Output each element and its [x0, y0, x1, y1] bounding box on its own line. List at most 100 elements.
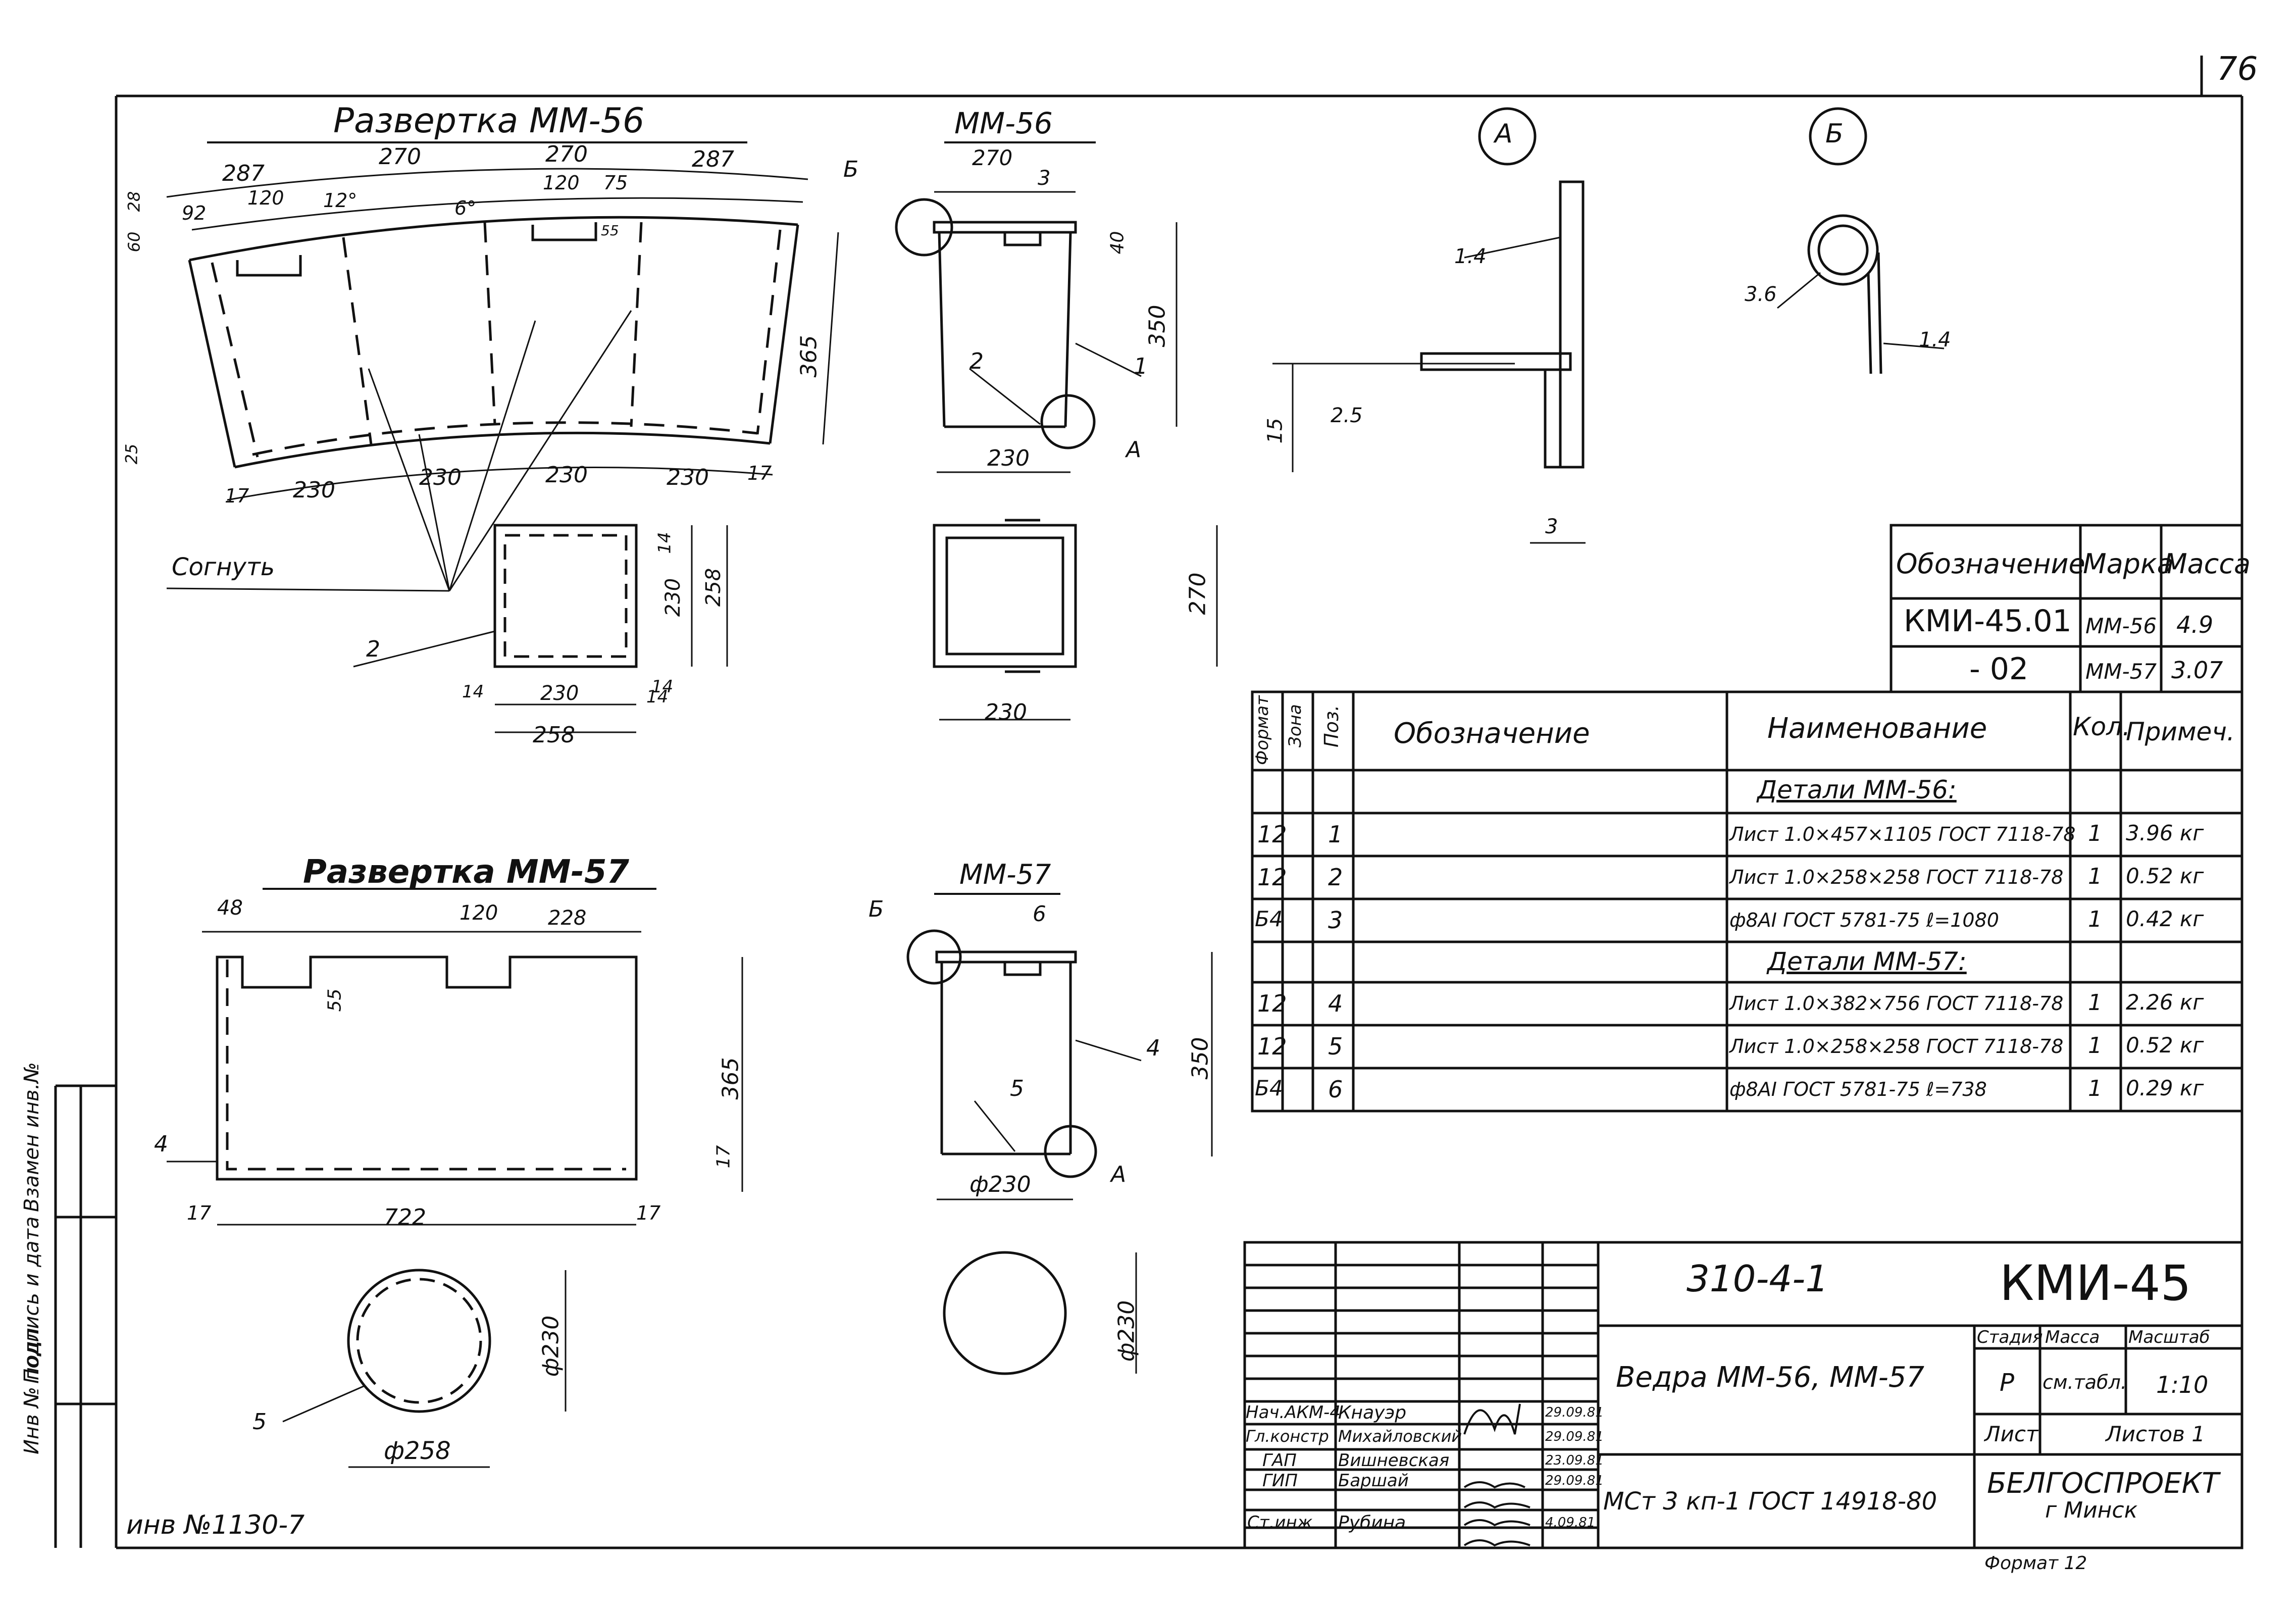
title-block-grid — [1243, 1241, 2243, 1549]
bucket-mm57-front-view — [906, 893, 1213, 1200]
spec-row-8-format: Б4 — [1255, 1076, 1283, 1100]
signer-4-role: ГИП — [1262, 1471, 1298, 1491]
tb-scale: 1:10 — [2156, 1371, 2209, 1398]
signer-5-date: 4.09.81 — [1545, 1515, 1596, 1530]
spec-row-3-format: 12 — [1257, 864, 1287, 891]
tb-sheets-label: Листов 1 — [2106, 1422, 2205, 1446]
mm56-callout-b: Б — [843, 157, 859, 182]
marks-header-mass: Масса — [2164, 548, 2251, 580]
mm57-pos-5: 5 — [1010, 1076, 1024, 1101]
signer-4-date: 29.09.81 — [1545, 1473, 1604, 1488]
spec-header-qty: Кол. — [2073, 712, 2130, 741]
spec-row-4-format: Б4 — [1255, 907, 1283, 931]
spec-row-7-note: 0.52 кг — [2126, 1033, 2204, 1058]
signatures — [1463, 1403, 1530, 1547]
detail-a-dim-15: 15 — [1263, 418, 1287, 444]
mm56-dim-270: 270 — [972, 145, 1013, 170]
mm57-dim-350: 350 — [1187, 1037, 1213, 1080]
dim-230-d: 230 — [667, 465, 709, 490]
marks-row1-mass: 4.9 — [2176, 611, 2214, 638]
spec-row-4-qty: 1 — [2088, 907, 2102, 932]
unfold-mm56-title: Развертка ММ-56 — [333, 101, 645, 141]
square-plate-mm56-view — [353, 524, 728, 733]
spec-row-6-name: Лист 1.0×382×756 ГОСТ 7118-78 — [1729, 992, 2064, 1015]
unfold-mm57-view — [167, 888, 743, 1226]
unfold57-dim-48: 48 — [217, 896, 243, 920]
mm56-title: ММ-56 — [954, 106, 1053, 140]
square-dim-14-l: 14 — [462, 682, 484, 702]
dim-17-left: 17 — [225, 485, 249, 507]
spec-table-grid — [1251, 690, 2243, 1113]
spec-row-8-qty: 1 — [2088, 1076, 2102, 1101]
signer-1-role: Нач.АКМ-4 — [1246, 1402, 1341, 1423]
spec-row-7-pos: 5 — [1328, 1033, 1343, 1060]
tb-mass: см.табл. — [2043, 1371, 2127, 1393]
plan56-dim-270: 270 — [1185, 572, 1211, 615]
dim-365: 365 — [796, 335, 822, 378]
circle57-pos-5: 5 — [252, 1409, 267, 1435]
spec-row-6-pos: 4 — [1328, 990, 1343, 1017]
mm57-title: ММ-57 — [959, 859, 1051, 890]
square-dim-14-r: 14 — [646, 687, 669, 707]
spec-row-4-name: ф8АI ГОСТ 5781-75 ℓ=1080 — [1729, 909, 1999, 931]
square-dim-14-top: 14 — [654, 532, 675, 554]
spec-row-8-name: ф8АI ГОСТ 5781-75 ℓ=738 — [1729, 1078, 1987, 1100]
detail-a-label: А — [1495, 119, 1513, 149]
detail-a-view — [1272, 107, 1586, 544]
marks-header-mark: Марка — [2083, 548, 2174, 580]
mm56-pos-1: 1 — [1134, 354, 1148, 379]
dim-287-right: 287 — [692, 146, 734, 172]
tb-scale-label: Масштаб — [2128, 1327, 2210, 1347]
spec-row-3-pos: 2 — [1328, 864, 1343, 891]
dim-92: 92 — [182, 202, 207, 224]
tb-city: г Минск — [2045, 1497, 2138, 1523]
detail-b-view — [1777, 107, 1945, 374]
mm57-pos-6: 6 — [1033, 901, 1046, 926]
mm56-pos-3: 3 — [1038, 167, 1051, 190]
spec-row-3-name: Лист 1.0×258×258 ГОСТ 7118-78 — [1729, 866, 2064, 888]
square-dim-14-b: 14 — [651, 677, 674, 697]
spec-row-6-format: 12 — [1257, 990, 1287, 1017]
dim-120-right: 120 — [543, 172, 580, 194]
tb-stage: Р — [2000, 1369, 2014, 1397]
spec-header-format: Формат — [1252, 695, 1272, 765]
unfold57-dim-17-r: 17 — [636, 1202, 661, 1224]
tb-sheet-label: Лист — [1984, 1422, 2038, 1446]
dim-60: 60 — [124, 231, 144, 253]
spec-row-6-qty: 1 — [2088, 990, 2102, 1016]
tb-mass-label: Масса — [2045, 1327, 2100, 1347]
signer-5-name: Рубина — [1338, 1513, 1406, 1533]
format-label: Формат 12 — [1984, 1553, 2087, 1574]
mm56-pos-2: 2 — [970, 348, 984, 374]
signer-2-name: Михайловский — [1338, 1427, 1462, 1446]
spec-row-1-name: Детали ММ-56: — [1757, 775, 1957, 804]
spec-header-name: Наименование — [1767, 712, 1987, 745]
spec-header-note: Примеч. — [2126, 717, 2235, 746]
unfold57-dim-120: 120 — [460, 901, 498, 925]
tb-stage-label: Стадия — [1977, 1327, 2043, 1347]
side-label-sign: Подпись и дата — [20, 1216, 43, 1384]
mm56-dim-230: 230 — [987, 445, 1030, 471]
mm57-pos-4: 4 — [1146, 1035, 1160, 1061]
angle-6: 6° — [454, 197, 477, 219]
mm57-dim-230: ф230 — [970, 1172, 1031, 1197]
dim-17-right: 17 — [747, 462, 772, 484]
circle57-dim-258: ф258 — [384, 1437, 451, 1465]
spec-row-3-qty: 1 — [2088, 864, 2102, 889]
marks-row2-mass: 3.07 — [2171, 657, 2223, 684]
square-dim-230-v: 230 — [661, 578, 685, 617]
marks-header-designation: Обозначение — [1896, 548, 2085, 580]
signer-3-name: Вишневская — [1338, 1450, 1450, 1471]
dim-230-c: 230 — [545, 462, 588, 488]
bucket-mm56-plan-view — [933, 519, 1218, 721]
tb-org: БЕЛГОСПРОЕКТ — [1987, 1467, 2219, 1500]
unfold57-dim-722: 722 — [384, 1204, 426, 1230]
unfold57-dim-17-l: 17 — [187, 1202, 212, 1224]
dim-270-left: 270 — [379, 144, 421, 170]
signer-5-role: Ст.инж — [1247, 1513, 1313, 1533]
circle56-dim-230: ф230 — [1113, 1300, 1140, 1362]
signer-3-role: ГАП — [1262, 1450, 1297, 1471]
mm56-callout-a: А — [1126, 437, 1142, 463]
dim-120-left: 120 — [247, 187, 284, 209]
